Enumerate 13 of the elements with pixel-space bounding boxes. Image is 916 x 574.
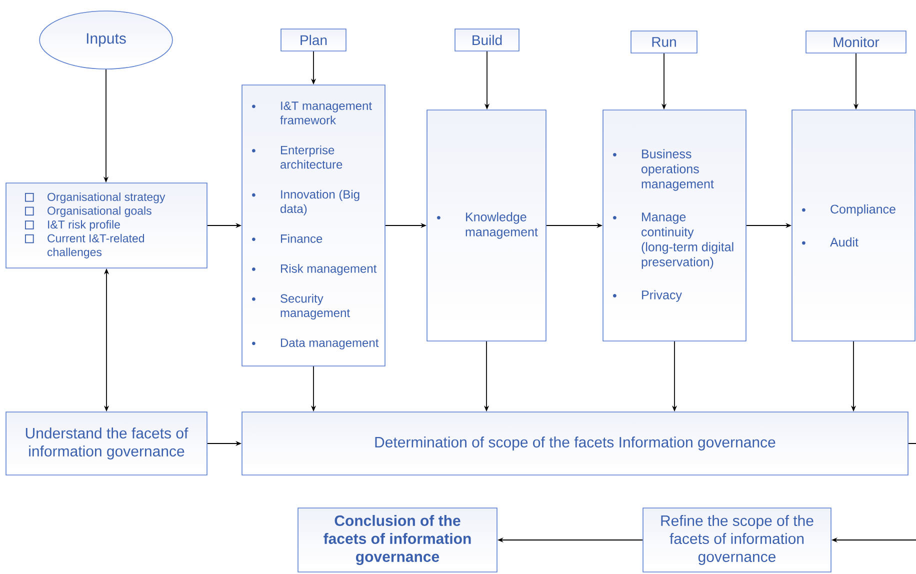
- bullet-list-box: I&T management framework Enterprise architecture Innovation (Big data) Finance Risk management Security management Data management: [242, 84, 386, 366]
- bullet-list-box: Knowledge management: [426, 110, 546, 342]
- phase-box: Run: [630, 30, 698, 54]
- bullet-list-box: Compliance Audit: [792, 110, 916, 342]
- process-box: Understand the facets of information governance: [6, 412, 208, 476]
- phase-box: Plan: [280, 28, 346, 52]
- process-box: Conclusion of the facets of information governance: [298, 508, 498, 572]
- process-box: Determination of scope of the facets Information governance: [242, 412, 908, 476]
- phase-box: Build: [454, 28, 520, 52]
- checklist-box: Organisational strategy Organisational goals I&T risk profile Current I&T-related challenges: [6, 182, 208, 268]
- process-box: Refine the scope of the facets of information governance: [642, 508, 832, 572]
- bullet-list-box: Business operations management Manage continuity (long-term digital preservation) Privacy: [602, 110, 746, 342]
- phase-box: Monitor: [806, 30, 906, 54]
